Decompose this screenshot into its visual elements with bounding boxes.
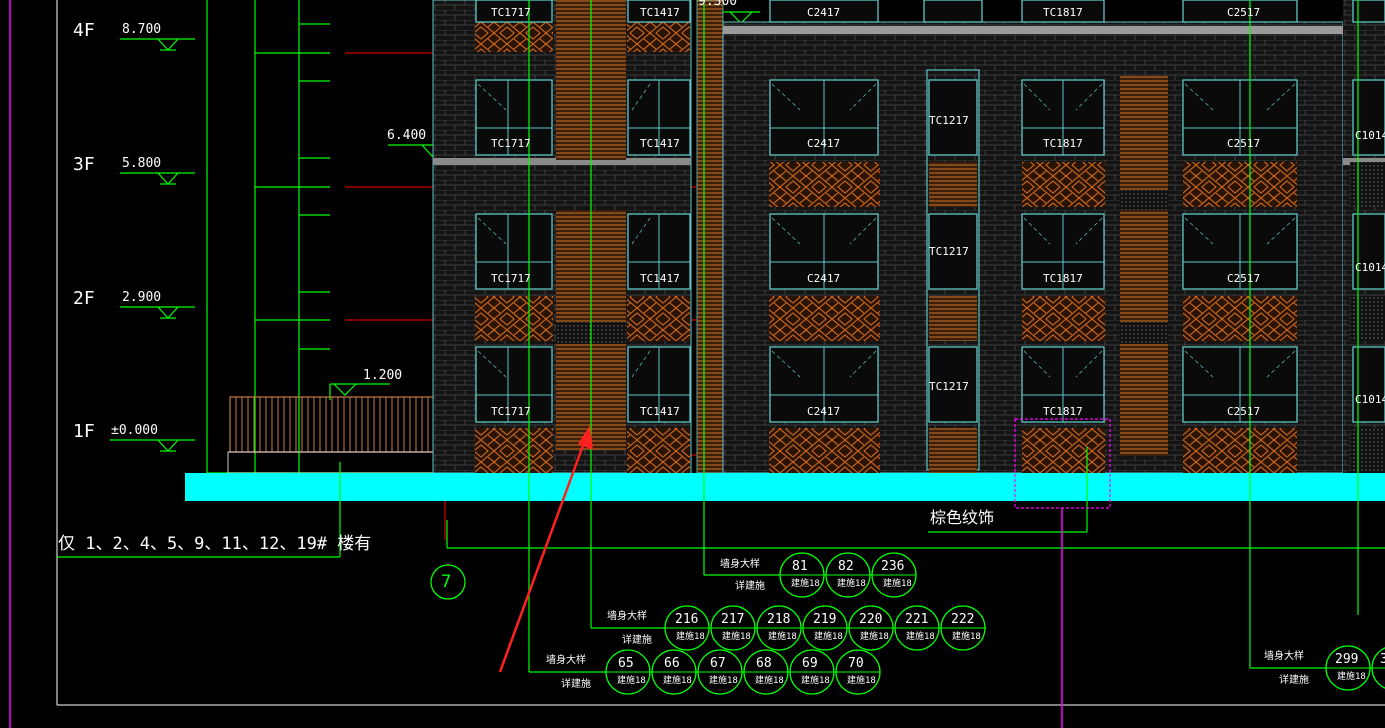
detail-callout-number[interactable]: 218	[767, 612, 791, 627]
callout-title: 墙身大样	[546, 655, 586, 666]
detail-callout-sheet: 建施18	[860, 632, 889, 642]
window-label: C2517	[1227, 405, 1261, 418]
window-label: TC1717	[491, 272, 531, 285]
window-label: TC1717	[491, 6, 531, 19]
window-label: C2517	[1227, 137, 1261, 150]
elevation-top: 9.300	[698, 0, 738, 9]
detail-callout-number[interactable]: 219	[813, 612, 837, 627]
floor-label-2f: 2F	[73, 288, 95, 309]
callout-subtitle: 详建施	[735, 581, 765, 592]
detail-callout-number[interactable]: 221	[905, 612, 929, 627]
axis-bubble-label: 7	[441, 572, 452, 592]
floor-label-4f: 4F	[73, 20, 95, 41]
elevation-4f: 8.700	[122, 22, 162, 37]
detail-callout-sheet: 建施18	[755, 676, 784, 686]
elevation-railing: 1.200	[363, 368, 403, 383]
red-arrow-annotation	[498, 425, 593, 673]
detail-callout-number[interactable]: 70	[848, 656, 864, 671]
detail-callout-sheet: 建施18	[617, 676, 646, 686]
detail-callout-number[interactable]: 220	[859, 612, 883, 627]
window-label: C1014	[1355, 393, 1385, 406]
detail-callout-number[interactable]: 216	[675, 612, 699, 627]
detail-callout-number[interactable]: 236	[881, 559, 905, 574]
detail-callout-number[interactable]: 81	[792, 559, 808, 574]
detail-callout-number[interactable]: 67	[710, 656, 726, 671]
detail-callout-number[interactable]: 69	[802, 656, 818, 671]
window-label: C2517	[1227, 6, 1261, 19]
window-label: TC1817	[1043, 272, 1083, 285]
window-label: TC1417	[640, 272, 680, 285]
window-label: C2417	[807, 405, 841, 418]
window-label: TC1417	[640, 405, 680, 418]
window-label: TC1417	[640, 6, 680, 19]
callout-title: 墙身大样	[607, 611, 647, 622]
window-label: TC1817	[1043, 137, 1083, 150]
window-label: C2517	[1227, 272, 1261, 285]
floor-label-1f: 1F	[73, 421, 95, 442]
detail-callout-sheet: 建施18	[663, 676, 692, 686]
detail-callout-sheet: 建施18	[722, 632, 751, 642]
window-label: TC1817	[1043, 405, 1083, 418]
detail-callout-sheet: 建施18	[906, 632, 935, 642]
window-label: TC1417	[640, 137, 680, 150]
window-label: TC1817	[1043, 6, 1083, 19]
detail-callout-number[interactable]: 68	[756, 656, 772, 671]
detail-callout-sheet: 建施18	[883, 579, 912, 589]
detail-callout-sheet: 建施18	[814, 632, 843, 642]
callout-title: 墙身大样	[1264, 651, 1304, 662]
detail-callout-number[interactable]: 82	[838, 559, 854, 574]
window-label: C2417	[807, 137, 841, 150]
detail-callout-number[interactable]: 3	[1380, 652, 1385, 667]
detail-callout-sheet: 建施18	[791, 579, 820, 589]
callout-subtitle: 详建施	[622, 635, 652, 646]
window-label: C2417	[807, 272, 841, 285]
window-label: TC1217	[929, 380, 969, 393]
detail-callout-sheet: 建施18	[1337, 672, 1366, 682]
window-label: C2417	[807, 6, 841, 19]
detail-callout-number[interactable]: 217	[721, 612, 745, 627]
detail-callout-number[interactable]: 65	[618, 656, 634, 671]
detail-callout-sheet: 建施18	[709, 676, 738, 686]
detail-callout-sheet: 建施18	[847, 676, 876, 686]
detail-callout-number[interactable]: 222	[951, 612, 975, 627]
callout-subtitle: 详建施	[1279, 675, 1309, 686]
detail-callout-sheet: 建施18	[952, 632, 981, 642]
elevation-balcony: 6.400	[387, 128, 427, 143]
elevation-2f: 2.900	[122, 290, 162, 305]
window-label: TC1717	[491, 137, 531, 150]
window-label: TC1217	[929, 114, 969, 127]
building-note: 仅 1、2、4、5、9、11、12、19# 楼有	[58, 534, 372, 554]
callout-subtitle: 详建施	[561, 679, 591, 690]
elevation-3f: 5.800	[122, 156, 162, 171]
detail-callout-number[interactable]: 299	[1335, 652, 1359, 667]
window-label: C1014	[1355, 261, 1385, 274]
window-label: TC1217	[929, 245, 969, 258]
callout-title: 墙身大样	[720, 559, 760, 570]
floor-label-3f: 3F	[73, 154, 95, 175]
brown-pattern-note: 棕色纹饰	[930, 508, 995, 527]
window-label: TC1717	[491, 405, 531, 418]
window-label: C1014	[1355, 129, 1385, 142]
detail-callout-sheet: 建施18	[676, 632, 705, 642]
elevation-1f: ±0.000	[111, 423, 158, 438]
detail-callout-sheet: 建施18	[801, 676, 830, 686]
detail-callout-sheet: 建施18	[768, 632, 797, 642]
detail-callout-number[interactable]: 66	[664, 656, 680, 671]
detail-callout-sheet: 建施18	[837, 579, 866, 589]
